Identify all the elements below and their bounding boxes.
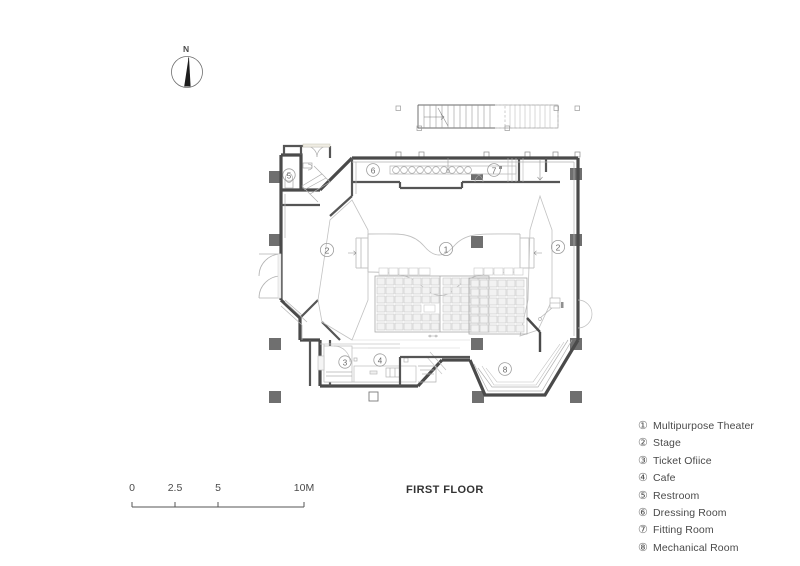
legend-marker-1-icon: ① (638, 420, 648, 432)
exterior-walls (279, 153, 580, 397)
legend-label-1: Multipurpose Theater (653, 420, 755, 432)
legend-label-4: Cafe (653, 472, 676, 485)
legend-item-3: ③ Ticket Ofiice (638, 455, 798, 472)
legend-marker-3-icon: ③ (638, 454, 648, 467)
legend-item-5: ⑤ Restroom (638, 490, 798, 507)
legend-marker-8-icon: ⑧ (638, 541, 648, 554)
plan-marker-2-right: 2 (551, 239, 566, 254)
plan-marker-2-left: 2 (319, 242, 334, 257)
legend-item-8: ⑧ Mechanical Room (638, 542, 798, 559)
plan-marker-6: 6 (366, 163, 380, 177)
scale-bar-graphic (131, 502, 305, 508)
svg-text:1: 1 (444, 245, 449, 255)
north-arrow-icon (171, 56, 203, 88)
plan-marker-8: 8 (498, 362, 512, 376)
north-label: N (183, 44, 190, 54)
svg-text:6: 6 (371, 166, 376, 176)
scale-tick-2-5: 2.5 (167, 482, 183, 494)
scale-bar: 0 2.5 5 10M (128, 482, 314, 516)
legend: ① Multipurpose Theater ② Stage ③ Ticket … (638, 420, 798, 559)
svg-text:2: 2 (556, 243, 561, 253)
legend-label-7: Fitting Room (653, 524, 714, 537)
svg-text:8: 8 (503, 365, 508, 375)
plan-marker-4: 4 (373, 353, 387, 367)
plan-marker-7: 7 (487, 163, 501, 177)
legend-label-6: Dressing Room (653, 506, 727, 519)
legend-label-8: Mechanical Room (653, 541, 739, 554)
legend-item-1: ① Multipurpose Theater (638, 420, 798, 437)
legend-marker-5-icon: ⑤ (638, 489, 648, 502)
legend-item-6: ⑥ Dressing Room (638, 507, 798, 524)
lower-interior-walls (398, 355, 470, 386)
wall-lining (284, 161, 575, 392)
legend-label-3: Ticket Ofiice (653, 454, 712, 467)
plan-marker-3: 3 (338, 355, 352, 369)
svg-text:7: 7 (492, 166, 497, 176)
east-entrance-doors (577, 299, 593, 329)
restroom-fixtures (284, 162, 313, 189)
floor-reference-lines (352, 339, 470, 349)
page-title: FIRST FLOOR (406, 484, 484, 496)
legend-marker-7-icon: ⑦ (638, 524, 648, 537)
scale-tick-10m: 10M (293, 482, 315, 494)
column-blocks (269, 168, 582, 403)
legend-item-4: ④ Cafe (638, 472, 798, 489)
svg-text:3: 3 (343, 358, 348, 367)
legend-item-2: ② Stage (638, 437, 798, 454)
plan-room-markers: 1 2 2 3 4 5 6 (282, 163, 566, 376)
ticket-office-detail (317, 345, 358, 383)
svg-text:5: 5 (287, 171, 292, 180)
west-entrance-doors (258, 253, 282, 299)
seating-block-left (374, 267, 490, 338)
svg-text:2: 2 (325, 246, 330, 256)
scale-bar-labels: 0 2.5 5 10M (128, 482, 314, 496)
seating-block-right (468, 267, 528, 335)
dressing-room-furniture (389, 158, 517, 183)
mechanical-room-detail (481, 341, 565, 386)
entry-door-swings-top (302, 143, 331, 158)
east-small-fixtures (538, 297, 564, 321)
scale-tick-0: 0 (129, 482, 135, 494)
legend-marker-4-icon: ④ (638, 472, 648, 485)
legend-marker-6-icon: ⑥ (638, 506, 648, 519)
svg-text:4: 4 (378, 356, 383, 365)
legend-label-5: Restroom (653, 489, 700, 502)
east-angled-wall (526, 317, 542, 352)
plan-marker-1: 1 (438, 241, 453, 256)
scale-tick-5: 5 (215, 482, 221, 494)
plan-marker-5: 5 (282, 168, 296, 182)
southwest-canopy (280, 301, 400, 349)
fitting-room-detail (499, 158, 543, 182)
legend-item-7: ⑦ Fitting Room (638, 524, 798, 541)
vestibule-diagonal-detail (301, 165, 331, 203)
legend-marker-2-icon: ② (638, 437, 648, 450)
upper-stair-structure (395, 104, 580, 131)
legend-label-2: Stage (653, 437, 681, 450)
